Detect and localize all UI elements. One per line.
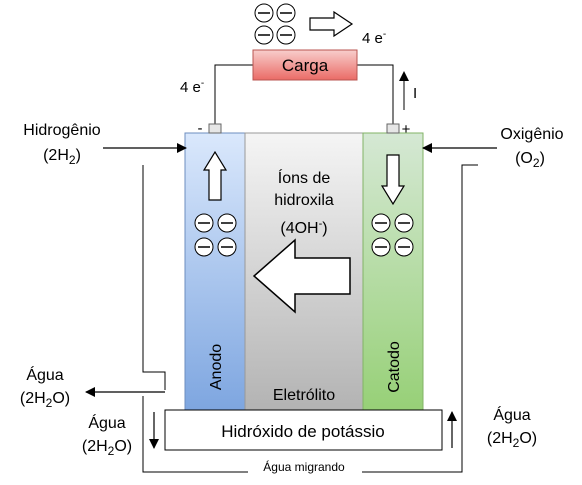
anode-electrons xyxy=(194,213,237,257)
oxygen-formula: (O2) xyxy=(515,150,545,170)
water-left-inner-name: Água xyxy=(88,413,125,432)
hydrogen-name: Hidrogênio xyxy=(23,122,100,139)
water-right-name: Água xyxy=(493,405,530,424)
koh-label: Hidróxido de potássio xyxy=(221,422,384,441)
load-label: Carga xyxy=(282,56,329,75)
anode-sign: - xyxy=(198,120,203,137)
cathode-sign: + xyxy=(402,121,411,138)
water-left-inner-formula: (2H2O) xyxy=(82,438,132,458)
ions-line2: hidroxila xyxy=(274,192,334,209)
current-label: I xyxy=(413,85,417,102)
water-right-formula: (2H2O) xyxy=(487,430,537,450)
cathode-terminal xyxy=(386,123,400,134)
electron-count-top: 4 e- xyxy=(362,29,386,47)
water-migration-label: Água migrando xyxy=(263,459,345,474)
anode-terminal xyxy=(208,123,222,134)
ions-formula: (4OH-) xyxy=(280,218,327,237)
external-circuit-wire xyxy=(214,64,394,127)
anode-up-arrow xyxy=(202,150,228,201)
cathode-label: Catodo xyxy=(386,341,403,393)
electrolyte-label: Eletrólito xyxy=(273,387,335,404)
koh-bar xyxy=(164,409,443,451)
top-electrons xyxy=(254,3,296,45)
electron-count-left: 4 e- xyxy=(180,78,204,96)
oxygen-name: Oxigênio xyxy=(500,126,563,143)
water-loop-line xyxy=(142,164,478,473)
water-left-outer-name: Água xyxy=(26,365,63,384)
water-migration-label-bg xyxy=(248,460,362,474)
cathode-down-arrow xyxy=(380,154,406,206)
water-left-outer-formula: (2H2O) xyxy=(20,390,70,410)
cathode-electrons xyxy=(371,213,414,257)
hydrogen-formula: (2H2) xyxy=(43,147,81,167)
anode-label: Anodo xyxy=(208,344,225,390)
electron-flow-arrow xyxy=(309,10,354,38)
load-box xyxy=(252,49,358,81)
ion-migration-arrow xyxy=(252,238,351,314)
ions-line1: Íons de xyxy=(278,168,331,187)
